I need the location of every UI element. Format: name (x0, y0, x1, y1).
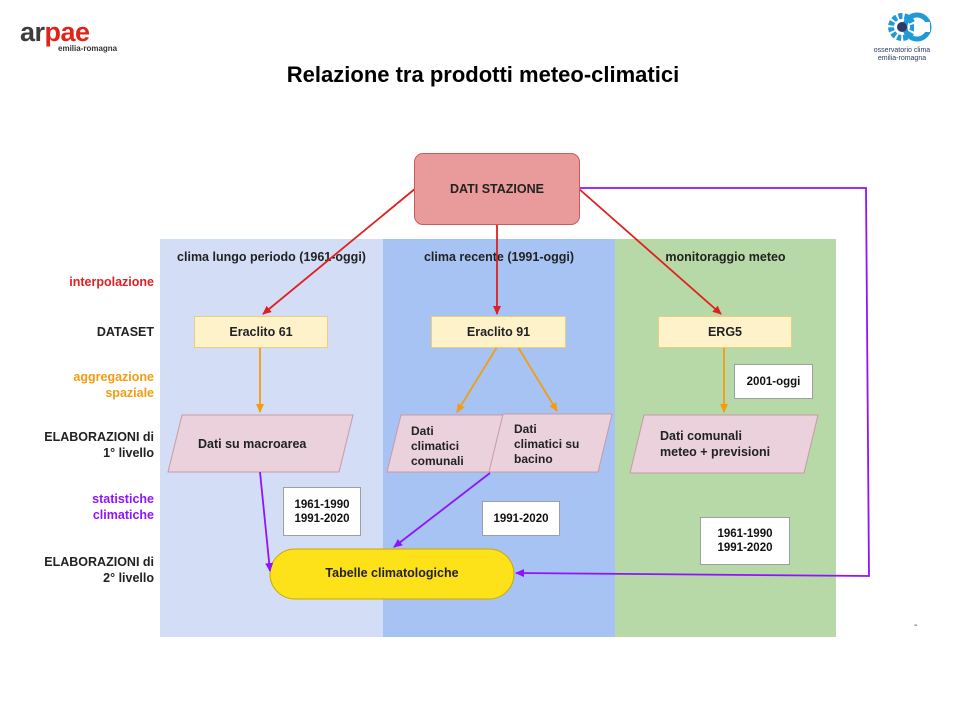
product-bacino-shape (488, 413, 613, 473)
column-header-lungo: clima lungo periodo (1961-oggi) (177, 250, 366, 264)
dataset-eraclito-91: Eraclito 91 (431, 316, 566, 348)
arrow-macroarea-to-tabelle (259, 471, 274, 572)
period-erg5-range: 2001-oggi (734, 364, 813, 399)
row-label-statistiche: statistiche climatiche (92, 492, 154, 522)
dataset-eraclito-61: Eraclito 61 (194, 316, 328, 348)
column-header-monitoraggio: monitoraggio meteo (665, 250, 786, 264)
period-meteo: 1961-1990 1991-2020 (700, 517, 790, 565)
arrow-station-to-erg5 (577, 187, 722, 315)
arrow-eraclito91-to-bacino (517, 346, 558, 412)
row-label-aggregazione: aggregazione spaziale (73, 370, 154, 400)
product-comunali-label: Dati climatici comunali (411, 424, 464, 468)
row-label-elaborazioni-1: ELABORAZIONI di 1° livello (44, 430, 154, 460)
dati-stazione-box: DATI STAZIONE (414, 153, 580, 225)
product-bacino-label: Dati climatici su bacino (514, 422, 580, 466)
arrow-eraclito91-to-comunali (456, 346, 498, 413)
arrow-station-to-eraclito61 (262, 187, 417, 315)
row-label-elaborazioni-2: ELABORAZIONI di 2° livello (44, 555, 154, 585)
period-lungo: 1961-1990 1991-2020 (283, 487, 361, 536)
period-recente: 1991-2020 (482, 501, 560, 536)
tabelle-shape (269, 548, 515, 600)
arrow-bacino-to-tabelle (393, 472, 491, 548)
osservatorio-logo-icon (888, 12, 932, 42)
product-macroarea-label: Dati su macroarea (198, 437, 307, 451)
product-meteo-shape (629, 414, 819, 474)
page-title: Relazione tra prodotti meteo-climatici (286, 62, 680, 87)
product-meteo-label: Dati comunali meteo + previsioni (660, 429, 771, 459)
row-label-dataset: DATASET (96, 325, 154, 339)
row-label-interpolazione: interpolazione (69, 275, 154, 289)
arpae-subtitle: emilia-romagna (58, 44, 118, 53)
arpae-wordmark: arpae (20, 17, 90, 47)
corner-mark: - (914, 620, 918, 631)
dataset-erg5: ERG5 (658, 316, 792, 348)
arrow-station-to-tabelle (515, 187, 870, 578)
arpae-logo: arpae emilia-romagna (20, 18, 117, 53)
tabelle-climatologiche-label: Tabelle climatologiche (325, 566, 459, 580)
osservatorio-logo-text: osservatorio clima emilia-romagna (873, 47, 931, 62)
product-macroarea-shape (167, 414, 354, 473)
column-header-recente: clima recente (1991-oggi) (423, 250, 575, 264)
